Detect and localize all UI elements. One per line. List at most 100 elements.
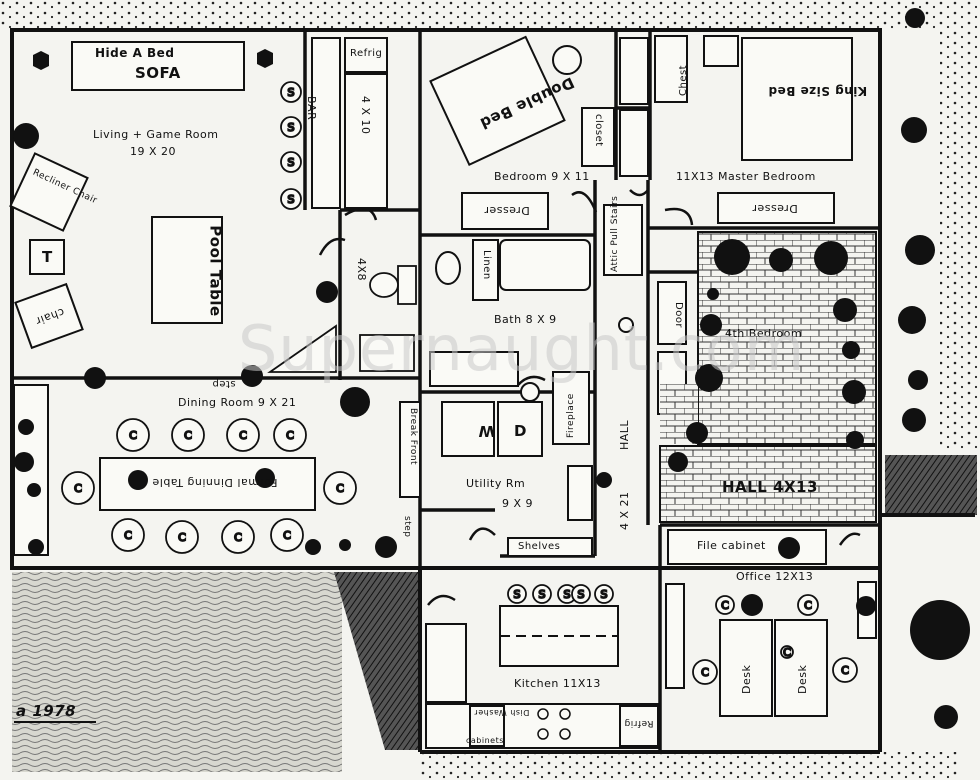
dining-chairs-letter-5: C — [336, 482, 344, 495]
bedroom-dresser-label: Dresser — [484, 204, 530, 217]
kitchen-stools-letter-3: S — [578, 588, 585, 601]
bath-vanity — [429, 351, 519, 387]
desk-left-label: Desk — [740, 664, 753, 694]
sofa — [71, 41, 245, 91]
bar-counter — [311, 37, 341, 209]
formal-dining-table — [99, 457, 316, 511]
watermark: Supernaught.com — [238, 312, 806, 385]
half-bath-label: 4X8 — [355, 258, 368, 282]
stair-ramp — [267, 324, 337, 373]
bottom-edge — [420, 752, 960, 780]
bar-label: BAR — [305, 96, 318, 121]
closet-box — [619, 37, 649, 105]
hall-door — [657, 281, 687, 345]
dining-room-label: Dining Room 9 X 21 — [178, 396, 297, 409]
office-lamp-2 — [741, 594, 763, 616]
utility-counter — [567, 465, 593, 521]
king-bed — [741, 37, 853, 161]
king-bed-label: King Size Bed — [768, 84, 868, 98]
living-room-size: 19 X 20 — [130, 145, 177, 158]
landscape-top — [0, 0, 980, 30]
recliner-chair — [9, 152, 89, 232]
dining-chairs-letter-9: C — [283, 529, 291, 542]
living-room-label: Living + Game Room — [93, 128, 219, 141]
interior-walls — [12, 30, 880, 752]
office-lamp — [778, 537, 800, 559]
bedroom-dresser — [461, 192, 549, 230]
date-label: a 1978 — [16, 702, 77, 720]
potted-plants — [596, 239, 866, 488]
office-chairs-letter-0: C — [721, 599, 729, 612]
attic-pull-stairs — [603, 204, 643, 276]
break-front — [399, 401, 421, 498]
master-dresser-label: Dresser — [752, 202, 798, 215]
master-dresser — [717, 192, 835, 224]
chair — [14, 282, 84, 350]
kitchen-stools-letter-4: S — [601, 588, 608, 601]
cabinets-label: cabinets — [466, 736, 504, 745]
half-bath-toilet-tank — [397, 265, 417, 305]
file-cabinet-label: File cabinet — [697, 539, 766, 552]
bar-stools-letter-3: S — [288, 193, 295, 206]
linen-closet — [472, 239, 499, 301]
dining-round-lamps — [14, 365, 397, 558]
shelves-label: Shelves — [518, 541, 561, 552]
bath-label: Bath 8 X 9 — [494, 313, 557, 326]
half-bath-sink — [359, 334, 415, 372]
bar-stools-letter-2: S — [288, 156, 295, 169]
water-heater — [520, 382, 540, 402]
corner-lamp — [316, 281, 338, 303]
washer — [441, 401, 495, 457]
dining-chairs-letter-8: C — [234, 531, 242, 544]
kitchen-stools-letter-1: S — [539, 588, 546, 601]
office-chairs-letter-3: C — [841, 664, 849, 677]
formal-table-label: Formal Dinning Table — [152, 476, 278, 489]
bar-back — [344, 73, 388, 209]
bedroom-chair — [552, 45, 582, 75]
fireplace-label: Fireplace — [566, 393, 576, 438]
bath-toilet — [435, 251, 461, 285]
end-table — [29, 239, 65, 275]
lamp-hex-left — [33, 51, 49, 70]
landscape-right — [940, 30, 980, 450]
office-chairs-letter-2: C — [701, 666, 709, 679]
ramp-hatched — [334, 572, 420, 750]
dining-chairs-letter-2: C — [239, 429, 247, 442]
master-bedroom-label: 11X13 Master Bedroom — [676, 170, 816, 183]
desk-right-label: Desk — [796, 664, 809, 694]
utility-room-label: Utility Rm — [466, 477, 526, 490]
office-lamp-3 — [856, 596, 876, 616]
desk-right — [774, 619, 828, 717]
dryer-label: D — [514, 422, 527, 440]
end-table-label: T — [42, 248, 53, 266]
kitchen-label: Kitchen 11X13 — [514, 677, 601, 690]
attic-label: Attic Pull Stairs — [610, 195, 620, 272]
pool-table-label: Pool Table — [206, 225, 225, 317]
stove-burners — [537, 708, 571, 740]
dish-washer-label: Dish Washer — [474, 708, 530, 717]
hall-label: HALL — [618, 419, 631, 450]
dining-chairs-letter-7: C — [178, 531, 186, 544]
chest — [654, 35, 688, 103]
washer-label: W — [478, 422, 496, 440]
dining-chairs-letter-6: C — [124, 529, 132, 542]
kitchen-refrig — [619, 705, 659, 747]
office-chairs-letter-1: C — [804, 599, 812, 612]
utility-size-label: 9 X 9 — [502, 497, 534, 510]
dining-chairs-letter-3: C — [286, 429, 294, 442]
kitchen-stools-letter-2: S — [564, 588, 571, 601]
closet-1 — [581, 107, 615, 167]
bathtub — [499, 239, 591, 291]
linen-label: Linen — [481, 250, 492, 280]
hall-fixture — [618, 317, 634, 333]
step-label-bottom: step — [402, 516, 412, 538]
bar-size-label: 4 X 10 — [359, 96, 372, 135]
bar-stools-letter-1: S — [288, 121, 295, 134]
chest-label: Chest — [678, 64, 689, 96]
shelves — [507, 537, 593, 557]
